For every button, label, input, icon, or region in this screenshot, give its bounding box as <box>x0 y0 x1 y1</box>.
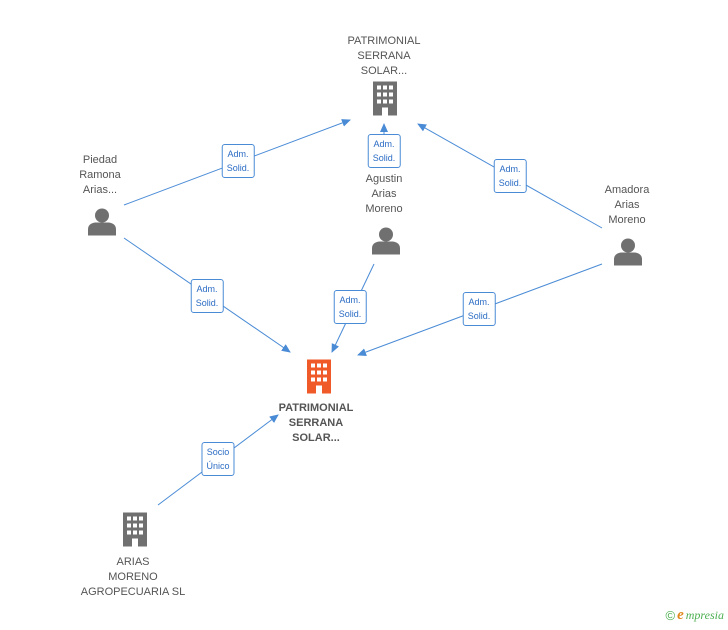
person-icon-svg <box>614 238 642 266</box>
person-icon[interactable] <box>613 238 643 271</box>
node-label-agustin[interactable]: Agustin Arias Moreno <box>365 173 403 215</box>
copyright-symbol: © <box>665 608 676 623</box>
brand-e: e <box>677 607 684 623</box>
building-icon[interactable] <box>371 81 399 121</box>
building-icon[interactable] <box>121 512 149 552</box>
person-icon-svg <box>372 227 400 255</box>
edge-badge-amadora-focus: Adm. Solid. <box>462 292 496 326</box>
building-icon-svg <box>373 81 397 116</box>
person-icon-svg <box>88 208 116 236</box>
edge-badge-agro-focus: Socio Único <box>201 442 235 476</box>
edge-badge-amadora-top: Adm. Solid. <box>493 159 527 193</box>
building-icon[interactable] <box>305 359 333 399</box>
edge-badge-agustin-top: Adm. Solid. <box>367 134 401 168</box>
building-icon-svg <box>123 512 147 547</box>
node-label-focus-company[interactable]: PATRIMONIAL SERRANA SOLAR... <box>278 402 354 444</box>
edge-badge-piedad-focus: Adm. Solid. <box>190 279 224 313</box>
node-label-arias-agro[interactable]: ARIAS MORENO AGROPECUARIA SL <box>80 556 186 598</box>
brand-rest: mpresia <box>685 608 724 622</box>
edge-badge-agustin-focus: Adm. Solid. <box>333 290 367 324</box>
person-icon[interactable] <box>371 227 401 260</box>
node-label-piedad[interactable]: Piedad Ramona Arias... <box>79 154 121 196</box>
node-label-amadora[interactable]: Amadora Arias Moreno <box>604 184 650 226</box>
edge-badge-piedad-top: Adm. Solid. <box>221 144 255 178</box>
person-icon[interactable] <box>87 208 117 241</box>
building-focus-icon-svg <box>307 359 331 394</box>
node-label-top-company[interactable]: PATRIMONIAL SERRANA SOLAR... <box>347 35 421 77</box>
